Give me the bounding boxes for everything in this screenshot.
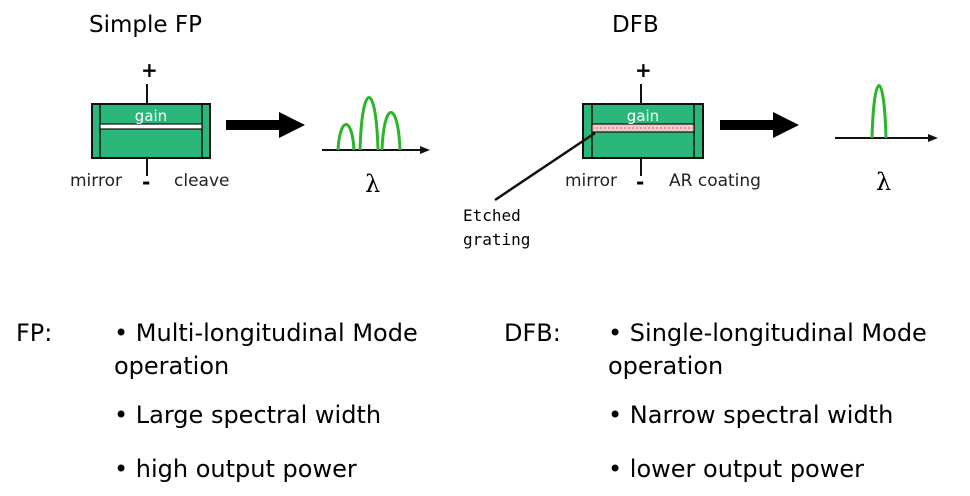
fp-plus-sign: + xyxy=(141,58,158,82)
fp-lambda-label: λ xyxy=(365,170,381,198)
fp-cleave-label: cleave xyxy=(174,171,230,191)
dfb-note-3: • lower output power xyxy=(608,455,864,483)
fp-note-2: • Large spectral width xyxy=(114,401,382,429)
dfb-lambda-label: λ xyxy=(876,168,892,196)
dfb-output-arrow xyxy=(720,112,799,138)
dfb-laser-chip: gain xyxy=(582,84,704,176)
etched-grating-line1: Etched xyxy=(463,206,521,225)
dfb-note-2: • Narrow spectral width xyxy=(608,401,894,429)
fp-laser-chip: gain xyxy=(91,84,211,176)
fp-title: Simple FP xyxy=(89,12,202,38)
etched-grating-label: Etched grating xyxy=(463,204,530,252)
etched-grating-line2: grating xyxy=(463,230,531,249)
grating-pointer-line xyxy=(494,131,596,202)
dfb-minus-sign: - xyxy=(636,170,645,194)
dfb-gain-label: gain xyxy=(627,107,659,125)
dfb-note-1: • Single-longitudinal Mode xyxy=(608,319,927,347)
dfb-notes-label: DFB: xyxy=(504,319,561,347)
dfb-mirror-label: mirror xyxy=(565,171,617,191)
fp-minus-sign: - xyxy=(142,170,151,194)
dfb-spectrum-plot xyxy=(835,84,938,142)
fp-output-arrow xyxy=(226,112,305,138)
laser-diagram: gain gain xyxy=(91,84,938,202)
fp-note-3: • high output power xyxy=(114,455,357,483)
fp-mirror-label: mirror xyxy=(70,171,122,191)
fp-spectrum-plot xyxy=(322,96,430,154)
fp-notes-label: FP: xyxy=(16,319,53,347)
dfb-ar-coating-label: AR coating xyxy=(669,171,761,191)
fp-note-1: • Multi-longitudinal Mode xyxy=(114,319,418,347)
dfb-plus-sign: + xyxy=(635,58,652,82)
dfb-title: DFB xyxy=(612,12,659,38)
fp-gain-label: gain xyxy=(135,107,167,125)
fp-note-1-cont: operation xyxy=(114,352,230,380)
dfb-note-1-cont: operation xyxy=(608,352,724,380)
